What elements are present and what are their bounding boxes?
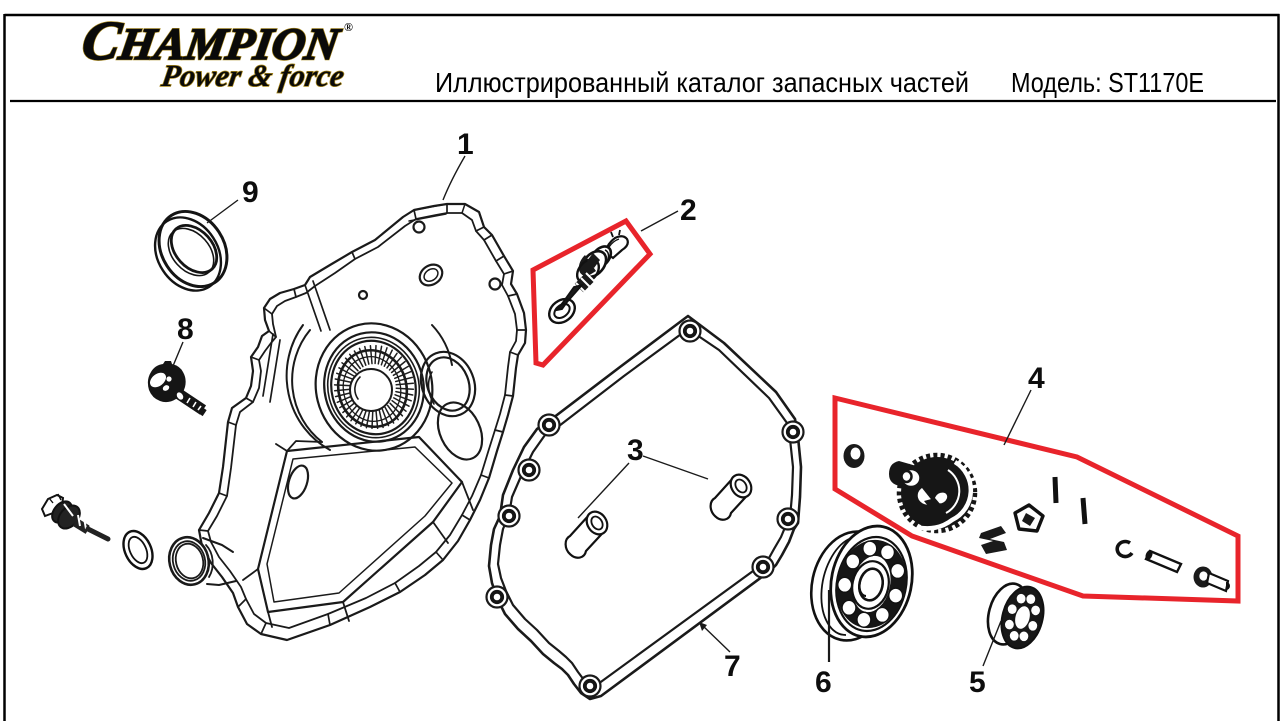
svg-text:3: 3 bbox=[627, 434, 644, 467]
svg-text:8: 8 bbox=[177, 313, 194, 346]
svg-text:2: 2 bbox=[680, 194, 697, 227]
svg-text:®: ® bbox=[344, 20, 353, 34]
svg-text:1: 1 bbox=[457, 128, 474, 161]
svg-text:Power & force: Power & force bbox=[158, 58, 347, 93]
svg-text:9: 9 bbox=[242, 176, 259, 209]
svg-text:Иллюстрированный каталог запас: Иллюстрированный каталог запасных частей bbox=[435, 67, 969, 98]
svg-text:5: 5 bbox=[969, 666, 986, 699]
svg-text:7: 7 bbox=[724, 650, 741, 683]
svg-text:4: 4 bbox=[1028, 362, 1045, 395]
svg-text:CHAMPION: CHAMPION bbox=[78, 10, 346, 71]
svg-text:6: 6 bbox=[815, 666, 832, 699]
svg-text:Модель: ST1170E: Модель: ST1170E bbox=[1011, 67, 1204, 98]
svg-text:CHAMPION: CHAMPION bbox=[78, 10, 346, 71]
